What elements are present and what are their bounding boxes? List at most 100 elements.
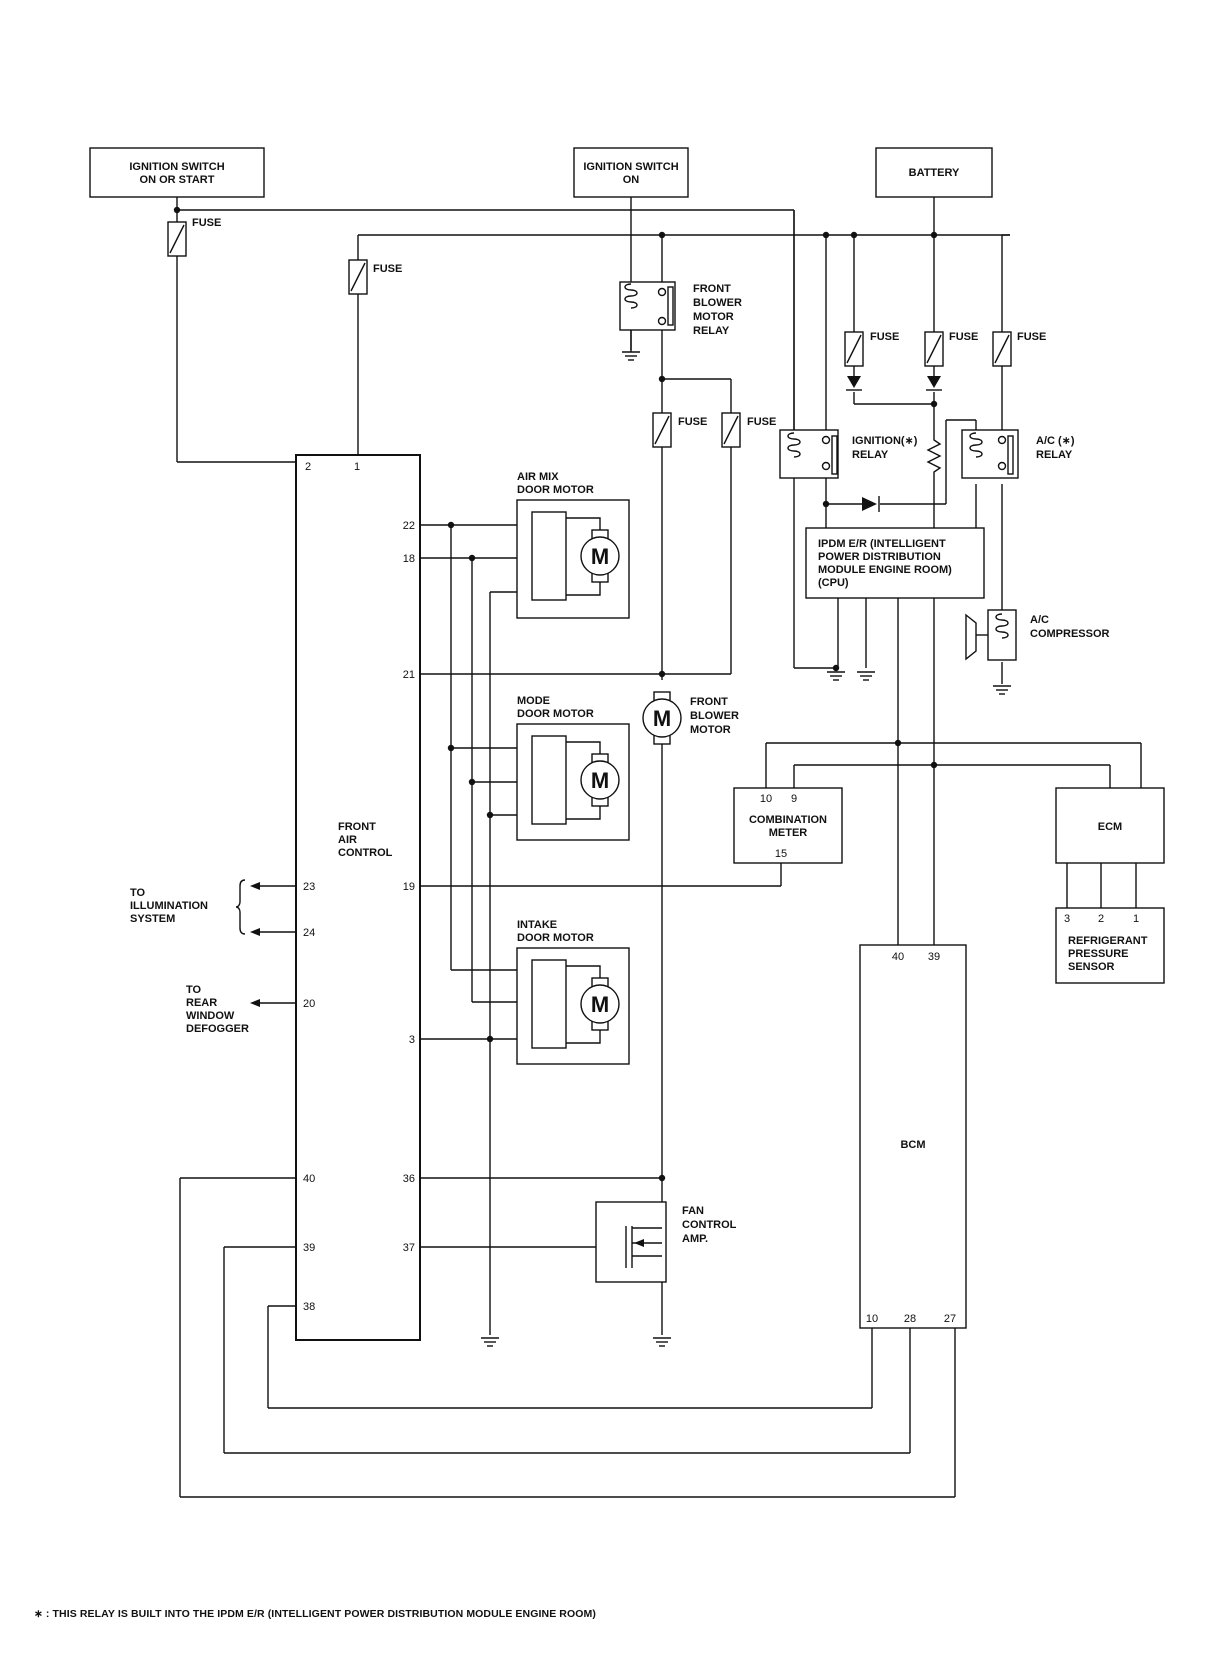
svg-text:REFRIGERANT: REFRIGERANT bbox=[1068, 935, 1148, 947]
svg-text:FUSE: FUSE bbox=[1017, 331, 1046, 343]
svg-text:DOOR MOTOR: DOOR MOTOR bbox=[517, 708, 594, 720]
svg-text:A/C: A/C bbox=[1030, 614, 1049, 626]
illumination-output: TO ILLUMINATION SYSTEM bbox=[130, 879, 260, 936]
svg-text:40: 40 bbox=[892, 951, 904, 963]
svg-text:RELAY: RELAY bbox=[693, 325, 730, 337]
svg-text:BCM: BCM bbox=[900, 1139, 925, 1151]
svg-text:COMPRESSOR: COMPRESSOR bbox=[1030, 628, 1110, 640]
svg-text:IPDM E/R (INTELLIGENT: IPDM E/R (INTELLIGENT bbox=[818, 538, 946, 550]
svg-text:40: 40 bbox=[303, 1173, 315, 1185]
combination-meter: 10 9 COMBINATION METER 15 bbox=[733, 787, 843, 864]
fan-control-amp: FAN CONTROL AMP. bbox=[595, 1201, 737, 1283]
fuse-fac-1: FUSE bbox=[348, 259, 402, 295]
rear-defogger-output: TO REAR WINDOW DEFOGGER bbox=[186, 984, 260, 1035]
svg-text:FRONT: FRONT bbox=[690, 696, 728, 708]
svg-text:MOTOR: MOTOR bbox=[693, 311, 734, 323]
ign-start-label-2: ON OR START bbox=[140, 174, 215, 186]
ground-icon bbox=[652, 1337, 672, 1347]
svg-text:SYSTEM: SYSTEM bbox=[130, 913, 175, 925]
svg-text:FUSE: FUSE bbox=[678, 416, 707, 428]
svg-text:20: 20 bbox=[303, 998, 315, 1010]
svg-text:1: 1 bbox=[354, 461, 360, 473]
svg-text:MOTOR: MOTOR bbox=[690, 724, 731, 736]
intake-door-motor: INTAKE DOOR MOTOR M bbox=[516, 919, 630, 1065]
svg-text:AIR MIX: AIR MIX bbox=[517, 471, 559, 483]
svg-text:BLOWER: BLOWER bbox=[690, 710, 739, 722]
footnote: ∗ : THIS RELAY IS BUILT INTO THE IPDM E/… bbox=[34, 1608, 596, 1620]
front-air-control-module: 2 1 22 18 21 19 3 36 37 23 24 20 40 39 3… bbox=[295, 454, 421, 1341]
svg-text:COMBINATION: COMBINATION bbox=[749, 814, 827, 826]
svg-text:2: 2 bbox=[305, 461, 311, 473]
svg-text:24: 24 bbox=[303, 927, 315, 939]
svg-text:ECM: ECM bbox=[1098, 821, 1122, 833]
svg-text:PRESSURE: PRESSURE bbox=[1068, 948, 1129, 960]
fuse-blower-1: FUSE bbox=[652, 412, 707, 448]
battery-label: BATTERY bbox=[909, 167, 960, 179]
svg-text:CONTROL: CONTROL bbox=[338, 847, 393, 859]
svg-text:MODULE ENGINE ROOM): MODULE ENGINE ROOM) bbox=[818, 564, 952, 576]
fuse-ipdm-2: FUSE bbox=[924, 331, 978, 367]
ign-start-label-1: IGNITION SWITCH bbox=[129, 161, 224, 173]
svg-text:REAR: REAR bbox=[186, 997, 217, 1009]
ac-relay: A/C (∗) RELAY bbox=[961, 429, 1075, 479]
front-blower-motor-relay: FRONT BLOWER MOTOR RELAY bbox=[619, 281, 742, 337]
svg-text:INTAKE: INTAKE bbox=[517, 919, 557, 931]
svg-text:M: M bbox=[591, 992, 609, 1017]
ground-icon bbox=[480, 1337, 500, 1347]
svg-text:FUSE: FUSE bbox=[870, 331, 899, 343]
svg-text:19: 19 bbox=[403, 881, 415, 893]
fuse-ipdm-1: FUSE bbox=[844, 331, 899, 367]
svg-text:39: 39 bbox=[303, 1242, 315, 1254]
svg-text:FUSE: FUSE bbox=[747, 416, 776, 428]
svg-text:10: 10 bbox=[866, 1313, 878, 1325]
svg-text:SENSOR: SENSOR bbox=[1068, 961, 1115, 973]
air-mix-door-motor: AIR MIX DOOR MOTOR M bbox=[516, 471, 630, 619]
svg-text:M: M bbox=[591, 544, 609, 569]
resistor-icon bbox=[926, 434, 942, 486]
svg-text:ILLUMINATION: ILLUMINATION bbox=[130, 900, 208, 912]
ecm-module: ECM bbox=[1055, 787, 1165, 864]
svg-text:1: 1 bbox=[1133, 913, 1139, 925]
ignition-switch-on-or-start-box: IGNITION SWITCH ON OR START bbox=[89, 147, 265, 198]
svg-text:MODE: MODE bbox=[517, 695, 550, 707]
refrigerant-pressure-sensor: 3 2 1 REFRIGERANT PRESSURE SENSOR bbox=[1055, 907, 1165, 984]
battery-box: BATTERY bbox=[875, 147, 993, 198]
svg-text:M: M bbox=[653, 706, 671, 731]
svg-text:9: 9 bbox=[791, 793, 797, 805]
svg-text:POWER DISTRIBUTION: POWER DISTRIBUTION bbox=[818, 551, 941, 563]
ign-on-label-1: IGNITION SWITCH bbox=[583, 161, 678, 173]
ground-icon bbox=[621, 351, 641, 361]
svg-text:3: 3 bbox=[409, 1034, 415, 1046]
front-blower-motor: M FRONT BLOWER MOTOR bbox=[642, 691, 739, 745]
svg-text:(CPU): (CPU) bbox=[818, 577, 849, 589]
ignition-relay: IGNITION(∗) RELAY bbox=[779, 429, 918, 479]
svg-text:M: M bbox=[591, 768, 609, 793]
svg-text:37: 37 bbox=[403, 1242, 415, 1254]
svg-text:AIR: AIR bbox=[338, 834, 357, 846]
svg-text:27: 27 bbox=[944, 1313, 956, 1325]
fuse-ign-start: FUSE bbox=[167, 217, 221, 257]
fuse-blower-2: FUSE bbox=[721, 412, 776, 448]
svg-text:FRONT: FRONT bbox=[693, 283, 731, 295]
svg-text:FRONT: FRONT bbox=[338, 821, 376, 833]
svg-text:WINDOW: WINDOW bbox=[186, 1010, 235, 1022]
svg-text:15: 15 bbox=[775, 848, 787, 860]
svg-text:TO: TO bbox=[130, 887, 146, 899]
ground-icon bbox=[826, 671, 846, 681]
bcm-module: 40 39 BCM 10 28 27 bbox=[859, 944, 967, 1329]
svg-text:BLOWER: BLOWER bbox=[693, 297, 742, 309]
svg-text:TO: TO bbox=[186, 984, 202, 996]
svg-text:38: 38 bbox=[303, 1301, 315, 1313]
diode-icons bbox=[846, 376, 942, 512]
ipdm-er-module: IPDM E/R (INTELLIGENT POWER DISTRIBUTION… bbox=[805, 527, 985, 599]
svg-text:FUSE: FUSE bbox=[373, 263, 402, 275]
svg-text:IGNITION(∗): IGNITION(∗) bbox=[852, 435, 918, 447]
svg-text:28: 28 bbox=[904, 1313, 916, 1325]
wires bbox=[176, 197, 1142, 1498]
junction-dots bbox=[173, 206, 938, 1182]
svg-text:FAN: FAN bbox=[682, 1205, 704, 1217]
svg-text:36: 36 bbox=[403, 1173, 415, 1185]
svg-text:18: 18 bbox=[403, 553, 415, 565]
svg-text:3: 3 bbox=[1064, 913, 1070, 925]
svg-text:CONTROL: CONTROL bbox=[682, 1219, 737, 1231]
